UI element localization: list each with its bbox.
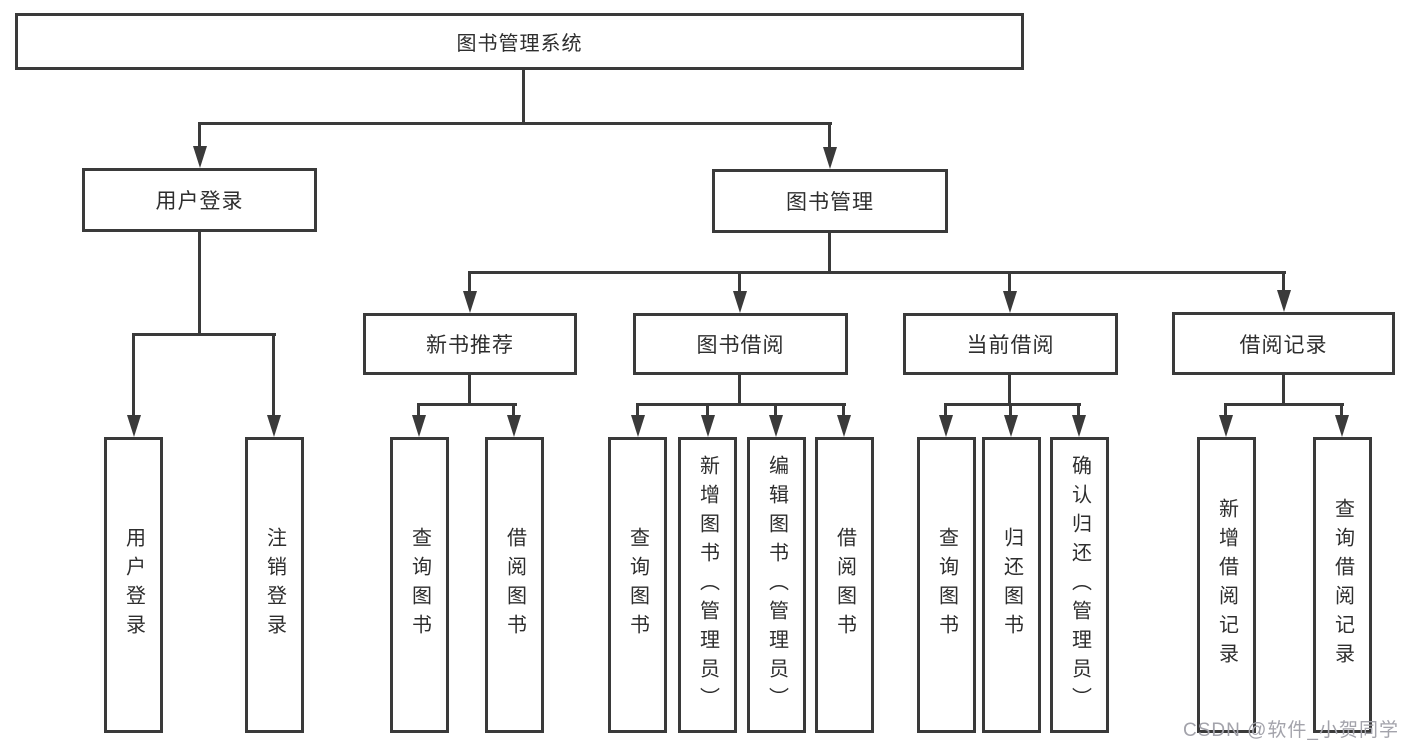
vline: [1008, 271, 1011, 293]
arrowhead-down-icon: [1003, 291, 1017, 313]
node-borrow-records: 借阅记录: [1172, 312, 1395, 375]
leaf-borrow-books-recommend: 借阅图书: [485, 437, 544, 733]
vline: [944, 403, 947, 417]
vline: [468, 271, 471, 293]
leaf-label: 查询图书: [408, 527, 431, 643]
hline: [1224, 403, 1344, 406]
node-user-login: 用户登录: [82, 168, 317, 232]
node-current-borrow: 当前借阅: [903, 313, 1118, 375]
leaf-label: 借阅图书: [833, 527, 856, 643]
leaf-label: 借阅图书: [503, 527, 526, 643]
vline: [198, 232, 201, 336]
vline: [1077, 403, 1080, 417]
arrowhead-down-icon: [412, 415, 426, 437]
arrowhead-down-icon: [1335, 415, 1349, 437]
vline: [132, 333, 135, 417]
vline: [522, 70, 525, 125]
node-root: 图书管理系统: [15, 13, 1024, 70]
leaf-confirm-return-admin: 确认归还（管理员）: [1050, 437, 1109, 733]
leaf-label: 注销登录: [263, 527, 286, 643]
arrowhead-down-icon: [837, 415, 851, 437]
vline: [417, 403, 420, 417]
arrowhead-down-icon: [701, 415, 715, 437]
leaf-add-borrow-record: 新增借阅记录: [1197, 437, 1256, 733]
vline: [842, 403, 845, 417]
leaf-label: 新增图书（管理员）: [696, 454, 719, 716]
hline: [944, 403, 1081, 406]
leaf-logout: 注销登录: [245, 437, 304, 733]
vline: [1009, 403, 1012, 417]
vline: [198, 122, 201, 148]
vline: [1282, 271, 1285, 293]
vline: [738, 375, 741, 406]
leaf-label: 查询借阅记录: [1331, 498, 1354, 672]
leaf-edit-book-admin: 编辑图书（管理员）: [747, 437, 806, 733]
leaf-label: 查询图书: [935, 527, 958, 643]
vline: [828, 233, 831, 274]
vline: [738, 271, 741, 293]
hline: [132, 333, 276, 336]
arrowhead-down-icon: [939, 415, 953, 437]
arrowhead-down-icon: [193, 146, 207, 168]
leaf-query-books-recommend: 查询图书: [390, 437, 449, 733]
watermark: CSDN @软件_小贺同学: [1183, 720, 1399, 741]
leaf-label: 用户登录: [122, 527, 145, 643]
node-book-management: 图书管理: [712, 169, 948, 233]
vline: [512, 403, 515, 417]
arrowhead-down-icon: [267, 415, 281, 437]
leaf-label: 归还图书: [1000, 527, 1023, 643]
arrowhead-down-icon: [1219, 415, 1233, 437]
leaf-label: 新增借阅记录: [1215, 498, 1238, 672]
arrowhead-down-icon: [769, 415, 783, 437]
arrowhead-down-icon: [1072, 415, 1086, 437]
leaf-borrow-books: 借阅图书: [815, 437, 874, 733]
leaf-label: 编辑图书（管理员）: [765, 454, 788, 716]
arrowhead-down-icon: [823, 147, 837, 169]
vline: [706, 403, 709, 417]
arrowhead-down-icon: [463, 291, 477, 313]
arrowhead-down-icon: [631, 415, 645, 437]
leaf-query-borrow-record: 查询借阅记录: [1313, 437, 1372, 733]
leaf-label: 确认归还（管理员）: [1068, 454, 1091, 716]
hline: [417, 403, 517, 406]
hline: [636, 403, 846, 406]
node-book-borrow: 图书借阅: [633, 313, 848, 375]
vline: [828, 122, 831, 149]
leaf-query-books-current: 查询图书: [917, 437, 976, 733]
leaf-add-book-admin: 新增图书（管理员）: [678, 437, 737, 733]
vline: [1282, 375, 1285, 406]
hline: [198, 122, 832, 125]
arrowhead-down-icon: [733, 291, 747, 313]
vline: [774, 403, 777, 417]
leaf-user-login: 用户登录: [104, 437, 163, 733]
leaf-label: 查询图书: [626, 527, 649, 643]
node-new-book-recommend: 新书推荐: [363, 313, 577, 375]
arrowhead-down-icon: [1277, 290, 1291, 312]
vline: [1224, 403, 1227, 417]
arrowhead-down-icon: [507, 415, 521, 437]
leaf-return-books: 归还图书: [982, 437, 1041, 733]
vline: [1008, 375, 1011, 406]
arrowhead-down-icon: [127, 415, 141, 437]
hline: [468, 271, 1286, 274]
vline: [272, 333, 275, 417]
vline: [1340, 403, 1343, 417]
arrowhead-down-icon: [1004, 415, 1018, 437]
vline: [636, 403, 639, 417]
leaf-query-books-borrow: 查询图书: [608, 437, 667, 733]
vline: [468, 375, 471, 406]
